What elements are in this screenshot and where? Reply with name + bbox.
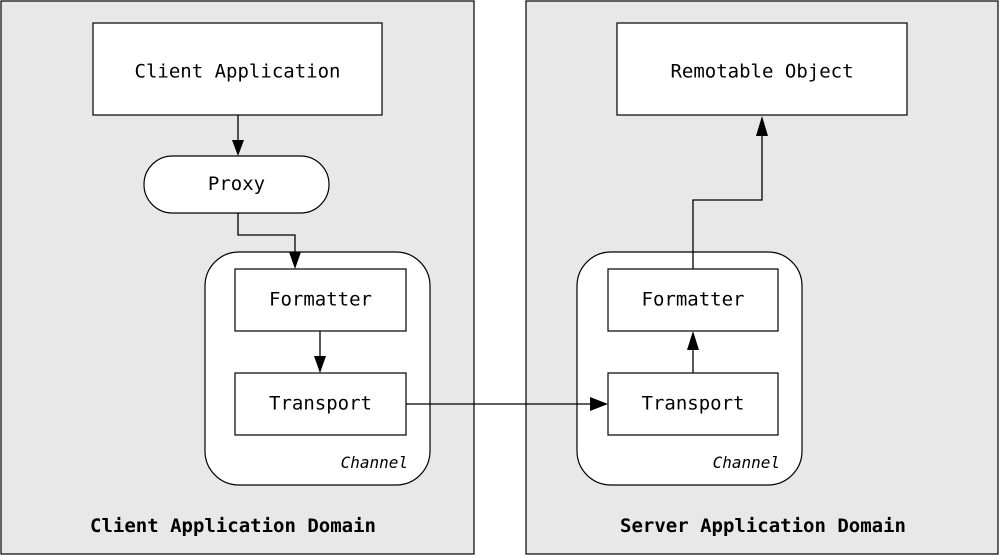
client-transport-to-server-transport-arrow — [406, 397, 608, 411]
client-formatter-box: Formatter — [234, 268, 407, 332]
client-application-box: Client Application — [92, 22, 383, 116]
remotable-object-label: Remotable Object — [670, 61, 853, 83]
client-formatter-to-transport-arrow — [314, 331, 326, 373]
server-channel-label: Channel — [713, 453, 780, 472]
client-application-label: Client Application — [135, 61, 341, 83]
proxy-node: Proxy — [143, 155, 330, 214]
server-formatter-label: Formatter — [642, 289, 745, 311]
client-transport-label: Transport — [269, 393, 372, 415]
server-domain-title: Server Application Domain — [620, 515, 906, 537]
client-transport-box: Transport — [234, 372, 407, 436]
remotable-object-box: Remotable Object — [616, 22, 908, 116]
server-transport-to-formatter-arrow — [687, 331, 699, 373]
client-channel: Formatter Transport Channel — [204, 251, 431, 486]
client-domain-title: Client Application Domain — [90, 515, 376, 537]
client-channel-label: Channel — [341, 453, 408, 472]
server-transport-box: Transport — [607, 372, 779, 436]
server-application-domain: Remotable Object Formatter Transport Cha… — [525, 0, 999, 555]
server-formatter-box: Formatter — [607, 268, 779, 332]
client-application-to-proxy-arrow — [232, 115, 244, 156]
proxy-label: Proxy — [208, 173, 265, 195]
client-formatter-label: Formatter — [269, 289, 372, 311]
client-application-domain: Client Application Proxy Formatter Trans… — [0, 0, 475, 555]
server-transport-label: Transport — [642, 393, 745, 415]
server-channel: Formatter Transport Channel — [576, 251, 803, 486]
proxy-to-formatter-arrow — [237, 213, 301, 269]
server-formatter-to-remotable-object-arrow — [692, 116, 768, 269]
